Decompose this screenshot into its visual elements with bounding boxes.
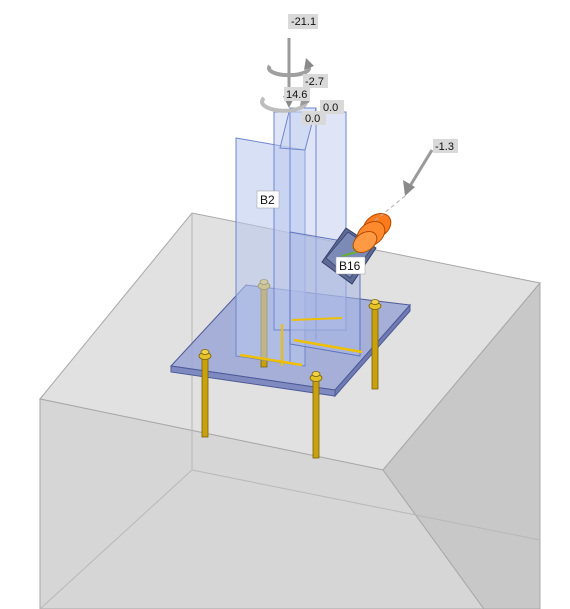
moment-x-value: 14.6 — [286, 89, 307, 101]
brace-label: B16 — [339, 259, 361, 273]
load-label-vertical-force: -21.1 — [288, 14, 318, 29]
value-a: 0.0 — [323, 102, 338, 114]
bolt-group[interactable] — [349, 208, 395, 256]
anchor-rod[interactable] — [198, 349, 212, 438]
moment-y-value: -2.7 — [305, 76, 324, 88]
inclined-force-arrow[interactable] — [372, 149, 434, 223]
anchor-rod[interactable] — [309, 371, 323, 459]
value-b: 0.0 — [305, 113, 320, 125]
inclined-force-value: -1.3 — [435, 141, 454, 153]
load-label-value-b: 0.0 — [302, 111, 326, 125]
load-label-value-a: 0.0 — [320, 100, 344, 114]
load-label-moment-x: 14.6 — [284, 87, 310, 101]
load-label-moment-y: -2.7 — [303, 74, 328, 88]
column-label: B2 — [260, 193, 275, 207]
member-label-b16[interactable]: B16 — [335, 256, 366, 275]
vertical-force-value: -21.1 — [291, 16, 316, 28]
moment-arrow-y[interactable] — [267, 58, 314, 78]
member-label-b2[interactable]: B2 — [256, 190, 280, 209]
anchor-rod[interactable] — [368, 299, 382, 390]
load-label-inclined-force: -1.3 — [433, 139, 458, 153]
